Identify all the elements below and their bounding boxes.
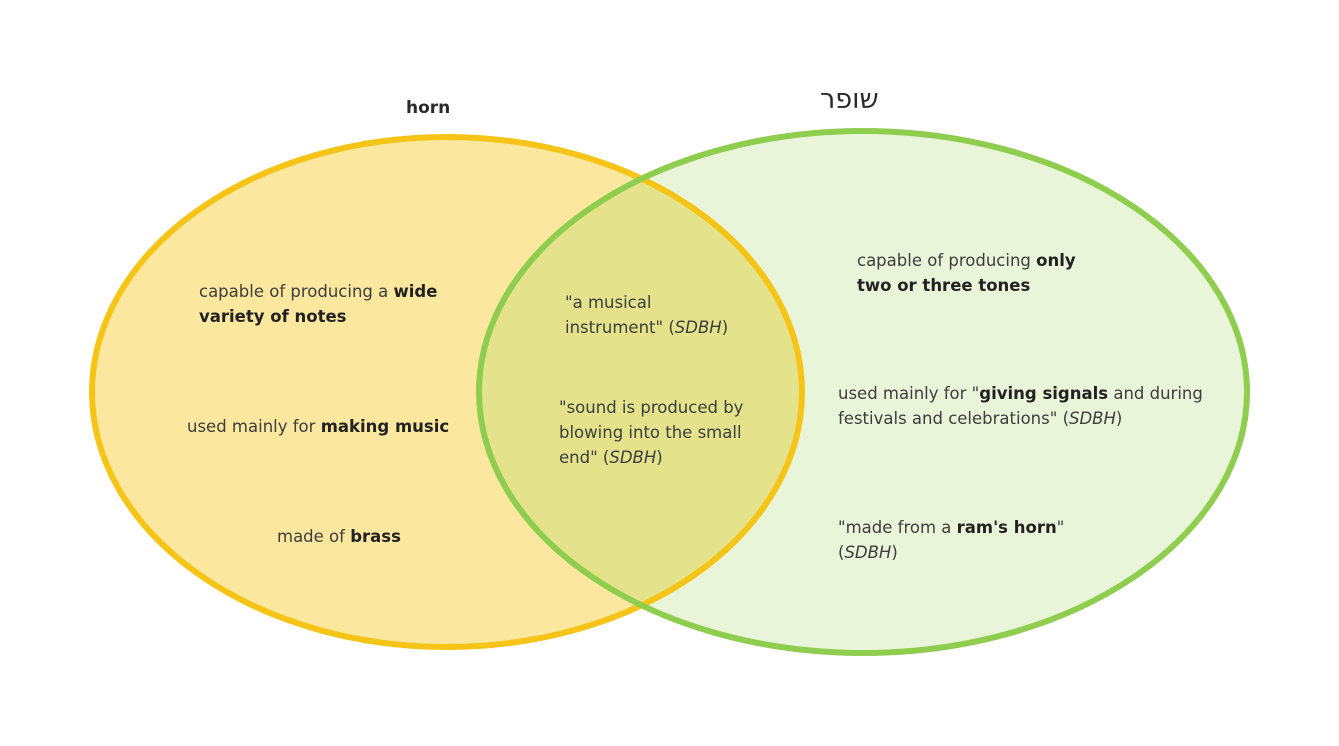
shared-note-instrument: "a musical instrument" (SDBH)	[565, 293, 729, 337]
shared-note-sound: "sound is produced by blowing into the s…	[559, 398, 744, 467]
horn-note-usage: used mainly for making music	[187, 417, 450, 436]
shofar-set-title: שופר	[820, 84, 879, 115]
horn-circle-outline	[89, 134, 805, 650]
shofar-note-tones: capable of producing only two or three t…	[857, 251, 1076, 295]
shofar-note-material: "made from a ram's horn" (SDBH)	[838, 518, 1065, 562]
horn-note-notes: capable of producing a wide variety of n…	[199, 282, 438, 326]
shofar-note-usage: used mainly for "giving signals and duri…	[838, 384, 1203, 428]
horn-set-title: horn	[406, 98, 451, 118]
shofar-circle-outline	[476, 128, 1250, 656]
horn-note-material: made of brass	[277, 527, 401, 546]
overlap-region	[479, 137, 802, 647]
